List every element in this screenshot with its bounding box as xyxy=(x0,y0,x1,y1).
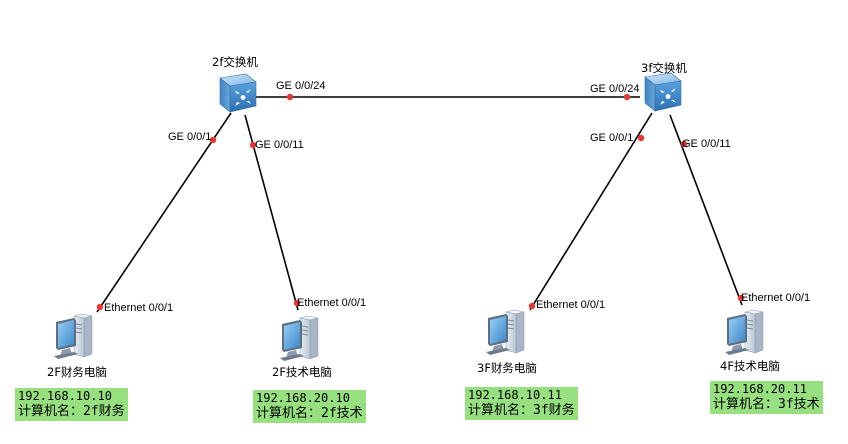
port-label-sw2f-uplink: GE 0/0/24 xyxy=(276,80,326,92)
port-dot xyxy=(623,93,631,101)
port-dot xyxy=(96,303,104,311)
port-dot xyxy=(637,134,645,142)
port-label-pc4f-tech: Ethernet 0/0/1 xyxy=(741,292,810,304)
note-computer-name: 计算机名：3f财务 xyxy=(468,403,575,418)
pc-icon[interactable] xyxy=(724,309,764,356)
link-sw2f-pc2f-fin xyxy=(96,112,232,313)
port-dot xyxy=(737,294,745,302)
link-sw3f-pc3f-fin xyxy=(529,112,653,311)
pc-label-2f-tech: 2F技术电脑 xyxy=(272,365,332,379)
pc-label-2f-finance: 2F财务电脑 xyxy=(47,365,107,379)
note-ip: 192.168.20.11 xyxy=(713,382,807,396)
port-label-sw3f-p1: GE 0/0/1 xyxy=(590,132,633,144)
port-label-pc2f-fin: Ethernet 0/0/1 xyxy=(104,302,173,314)
note-4f-tech: 192.168.20.11 计算机名：3f技术 xyxy=(710,381,823,414)
port-dot xyxy=(286,93,294,101)
note-2f-finance: 192.168.10.10 计算机名：2f财务 xyxy=(15,388,128,421)
port-label-sw3f-uplink: GE 0/0/24 xyxy=(590,83,640,95)
link-sw3f-pc4f-tech xyxy=(669,114,743,306)
port-label-sw2f-p11: GE 0/0/11 xyxy=(255,139,304,151)
note-computer-name: 计算机名：2f财务 xyxy=(18,404,125,419)
note-ip: 192.168.20.10 xyxy=(256,391,350,405)
note-computer-name: 计算机名：2f技术 xyxy=(256,406,363,421)
note-ip: 192.168.10.10 xyxy=(18,389,112,403)
port-label-pc2f-tech: Ethernet 0/0/1 xyxy=(297,297,366,309)
pc-icon[interactable] xyxy=(279,315,319,362)
pc-label-3f-finance: 3F财务电脑 xyxy=(477,361,537,375)
port-dot xyxy=(249,141,257,149)
note-ip: 192.168.10.11 xyxy=(468,388,562,402)
switch-label-3f: 3f交换机 xyxy=(641,61,687,75)
port-dot xyxy=(680,140,688,148)
port-dot xyxy=(528,302,536,310)
port-label-sw2f-p1: GE 0/0/1 xyxy=(168,131,211,143)
port-label-pc3f-fin: Ethernet 0/0/1 xyxy=(536,299,605,311)
switch-icon[interactable] xyxy=(644,72,682,112)
pc-icon[interactable] xyxy=(53,313,93,360)
note-2f-tech: 192.168.20.10 计算机名：2f技术 xyxy=(253,390,366,423)
switch-label-2f: 2f交换机 xyxy=(212,55,258,69)
pc-icon[interactable] xyxy=(485,309,525,356)
note-computer-name: 计算机名：3f技术 xyxy=(713,397,820,412)
switch-icon[interactable] xyxy=(219,73,257,113)
port-dot xyxy=(209,136,217,144)
note-3f-finance: 192.168.10.11 计算机名：3f财务 xyxy=(465,387,578,420)
pc-label-4f-tech: 4F技术电脑 xyxy=(720,359,780,373)
port-dot xyxy=(293,299,301,307)
port-label-sw3f-p11: GE 0/0/11 xyxy=(682,138,731,150)
